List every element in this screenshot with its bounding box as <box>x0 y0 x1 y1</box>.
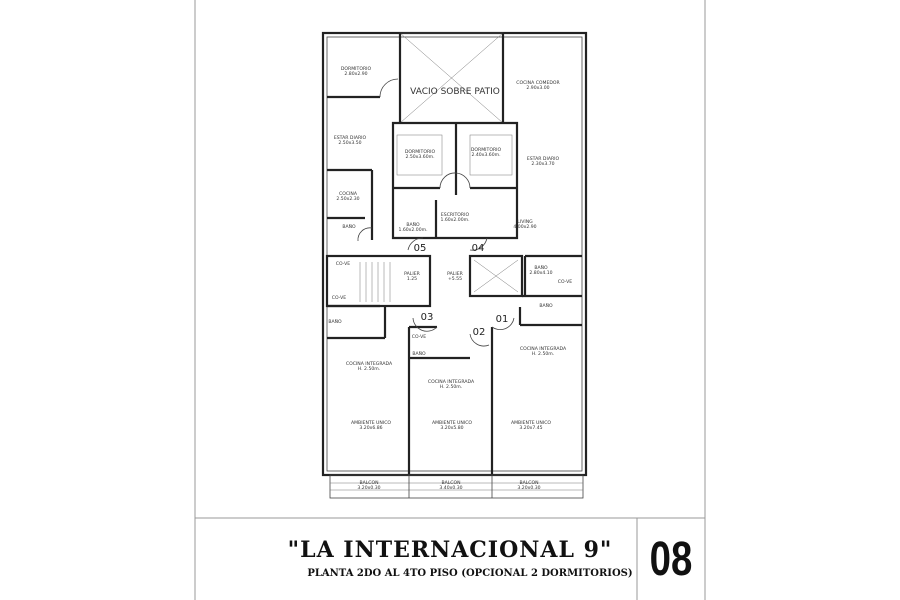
co-ve-label: CO-VE <box>558 279 572 285</box>
project-title: "LA INTERNACIONAL 9" <box>287 537 613 563</box>
unit-number: 05 <box>414 243 427 254</box>
unit-number: 02 <box>473 327 486 338</box>
sheet-number: 08 <box>649 533 693 586</box>
co-ve-label: CO-VE <box>332 295 346 301</box>
room-label: BAÑO <box>328 318 342 325</box>
unit-number: 04 <box>472 243 485 254</box>
co-ve-label: CO-VE <box>336 261 350 267</box>
sheet-frame <box>194 0 706 600</box>
plan-subtitle: PLANTA 2DO AL 4TO PISO (OPCIONAL 2 DORMI… <box>307 568 633 579</box>
co-ve-label: CO-VE <box>412 334 426 340</box>
patio-label: VACIO SOBRE PATIO <box>410 87 500 97</box>
room-label: BAÑO <box>342 223 356 230</box>
walls <box>321 31 588 499</box>
room-label: PALIER+5.55 <box>447 271 463 282</box>
room-label: BAÑO <box>539 302 553 309</box>
unit-number: 01 <box>496 314 509 325</box>
room-label: BAÑO <box>412 350 426 357</box>
unit-number: 03 <box>421 312 434 323</box>
unit-numbers: 05 04 03 02 01 <box>414 243 509 338</box>
